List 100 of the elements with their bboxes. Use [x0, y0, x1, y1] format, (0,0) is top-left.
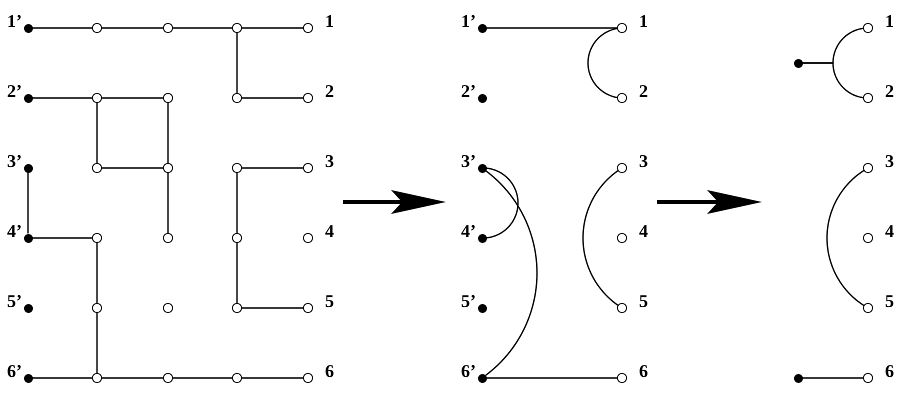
hollow-circle	[617, 233, 627, 243]
node-number-label: 1’	[461, 12, 476, 30]
node-number-label: 5	[639, 292, 648, 310]
node-number-label: 2	[325, 82, 334, 100]
hollow-circle	[92, 233, 102, 243]
connector-line	[96, 102, 98, 164]
solid-dot	[24, 374, 32, 382]
hollow-circle	[163, 163, 173, 173]
hollow-circle	[617, 373, 627, 383]
solid-dot	[24, 164, 32, 172]
connector-line	[102, 97, 164, 99]
solid-dot	[794, 58, 802, 68]
solid-dot	[478, 374, 486, 382]
hollow-circle	[163, 373, 173, 383]
connector-line	[236, 32, 238, 94]
hollow-circle	[303, 23, 313, 33]
hollow-circle	[303, 303, 313, 313]
node-number-label: 1	[639, 12, 648, 30]
hollow-circle	[863, 233, 873, 243]
hollow-circle	[303, 233, 313, 243]
solid-dot	[24, 94, 32, 102]
hollow-circle	[303, 93, 313, 103]
hollow-circle	[303, 373, 313, 383]
hollow-circle	[863, 163, 873, 173]
connector-line	[27, 172, 29, 234]
hollow-circle	[163, 93, 173, 103]
node-number-label: 3’	[461, 152, 476, 170]
hollow-circle	[617, 163, 627, 173]
arc-connector	[587, 28, 618, 98]
solid-dot	[478, 234, 486, 242]
node-number-label: 5	[885, 292, 894, 310]
node-number-label: 1	[885, 12, 894, 30]
connector-line	[102, 167, 164, 169]
arc-connector	[486, 167, 519, 239]
connector-line	[486, 377, 618, 379]
hollow-circle	[232, 163, 242, 173]
solid-dot	[24, 24, 32, 32]
node-number-label: 1	[325, 12, 334, 30]
connector-line	[172, 377, 232, 379]
connector-line	[242, 27, 304, 29]
node-number-label: 3	[325, 152, 334, 170]
hollow-circle	[92, 303, 102, 313]
hollow-circle	[163, 23, 173, 33]
solid-dot	[24, 234, 32, 242]
hollow-circle	[92, 373, 102, 383]
connector-line	[96, 242, 98, 304]
connector-line	[242, 307, 304, 309]
solid-dot	[478, 94, 486, 102]
node-number-label: 5’	[7, 292, 22, 310]
hollow-circle	[863, 23, 873, 33]
hollow-circle	[232, 303, 242, 313]
branch-connector	[802, 62, 864, 98]
connector-line	[802, 377, 864, 379]
connector-line	[236, 242, 238, 304]
solid-dot	[478, 304, 486, 312]
node-number-label: 4’	[7, 222, 22, 240]
hollow-circle	[92, 93, 102, 103]
connector-line	[236, 172, 238, 234]
node-number-label: 3	[639, 152, 648, 170]
connector-line	[242, 97, 304, 99]
connector-line	[32, 27, 92, 29]
node-number-label: 5’	[461, 292, 476, 310]
node-number-label: 2’	[7, 82, 22, 100]
connector-line	[242, 167, 304, 169]
connector-line	[172, 27, 232, 29]
arc-connector	[582, 170, 618, 306]
hollow-circle	[863, 93, 873, 103]
node-number-label: 6’	[7, 362, 22, 380]
node-number-label: 6	[639, 362, 648, 380]
hollow-circle	[617, 93, 627, 103]
node-number-label: 2	[639, 82, 648, 100]
arc-connector	[485, 170, 538, 376]
connector-line	[167, 172, 169, 234]
connector-line	[96, 312, 98, 374]
hollow-circle	[617, 303, 627, 313]
connector-line	[486, 27, 618, 29]
node-number-label: 2’	[461, 82, 476, 100]
solid-dot	[478, 24, 486, 32]
connector-line	[102, 377, 164, 379]
hollow-circle	[232, 233, 242, 243]
hollow-circle	[163, 303, 173, 313]
connector-line	[32, 237, 92, 239]
arc-connector	[826, 170, 864, 306]
hollow-circle	[303, 163, 313, 173]
hollow-circle	[163, 233, 173, 243]
hollow-circle	[232, 373, 242, 383]
node-number-label: 4’	[461, 222, 476, 240]
node-number-label: 3	[885, 152, 894, 170]
node-number-label: 3’	[7, 152, 22, 170]
hollow-circle	[232, 23, 242, 33]
node-number-label: 6’	[461, 362, 476, 380]
node-number-label: 4	[325, 222, 334, 240]
hollow-circle	[617, 23, 627, 33]
solid-dot	[478, 164, 486, 172]
solid-dot	[24, 304, 32, 312]
connector-line	[32, 97, 92, 99]
hollow-circle	[232, 93, 242, 103]
connector-line	[242, 377, 304, 379]
node-number-label: 1’	[7, 12, 22, 30]
hollow-circle	[863, 303, 873, 313]
